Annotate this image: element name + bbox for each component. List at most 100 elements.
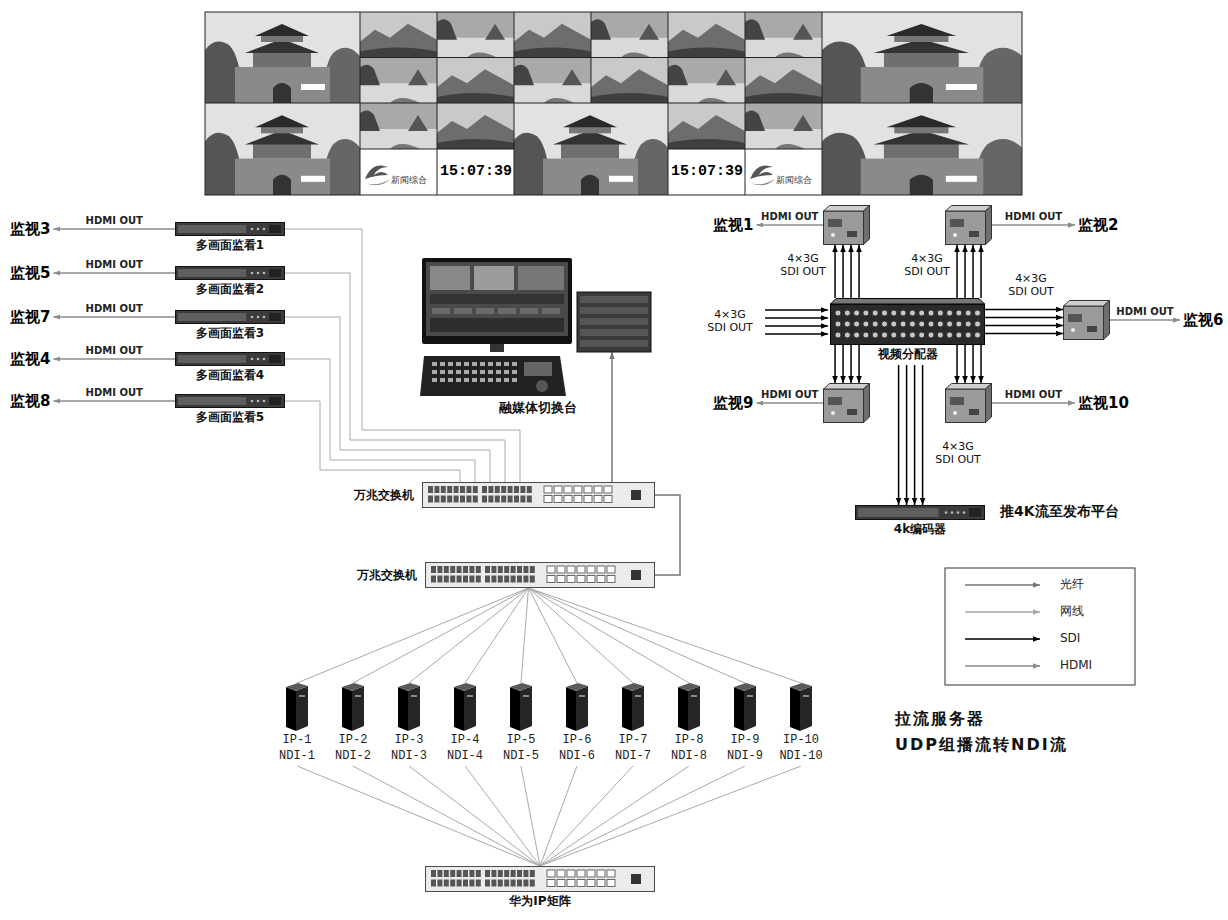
network-switch-icon-part [564, 496, 572, 503]
connector-line [353, 766, 540, 866]
network-switch-icon-part [587, 566, 595, 573]
connector-line [834, 345, 836, 383]
pull-server-icon-part [520, 686, 532, 731]
multiview-device-icon-part [858, 508, 939, 517]
network-switch-icon-part [504, 870, 509, 877]
hdmi-converter [823, 383, 870, 423]
pull-server: IP-1NDI-1 [279, 683, 315, 763]
network-switch-icon-part [547, 576, 555, 583]
multiview-device-icon-part [856, 506, 985, 520]
switcher-console-icon-part [430, 294, 564, 304]
network-switch-icon-part [504, 880, 509, 887]
network-switch-icon-part [607, 880, 615, 887]
pull-server-icon-part [510, 683, 532, 691]
net-connector [285, 229, 520, 482]
pull-server-icon-part [622, 687, 632, 731]
pull-server-icon [398, 683, 420, 731]
net-connector [521, 588, 529, 683]
switcher-console: 融媒体切换台 [420, 258, 655, 416]
network-switch-icon-part [604, 486, 612, 493]
connector-line [521, 588, 529, 683]
network-switch-icon [425, 866, 655, 892]
hdmi-connector [992, 225, 1075, 226]
legend-box [945, 568, 1135, 685]
connector-line [980, 345, 982, 383]
multiview-device-icon-part [176, 311, 285, 324]
video-distributor-icon-part [872, 321, 878, 327]
pull-server-icon-part [342, 683, 364, 691]
hdmi-connector [756, 225, 823, 226]
connector-line [297, 766, 540, 866]
net-connector [465, 766, 540, 866]
hdmi-converter-icon-part [969, 409, 979, 415]
multiview-device-icon [175, 394, 285, 408]
video-wall-part [822, 12, 1022, 103]
connector-line [842, 245, 844, 298]
pull-server-icon-part [352, 686, 364, 731]
video-wall [205, 12, 1022, 195]
network-switch-icon-part [450, 576, 455, 583]
network-switch-icon-part [544, 496, 552, 503]
hdmi-converter-icon-part [824, 389, 864, 423]
switcher-console-icon-part [440, 378, 445, 382]
connector-line [956, 245, 958, 298]
pull-server-icon-part [286, 687, 296, 731]
legend-sample [965, 611, 1040, 613]
pull-server-icon-part [734, 683, 756, 691]
hdmi-converter-icon-part [969, 231, 979, 237]
hdmi-converter-icon-part [1068, 314, 1082, 322]
video-wall-part [437, 12, 514, 58]
network-switch-icon-part [594, 496, 602, 503]
network-switch-icon-part [554, 496, 562, 503]
connector-line [529, 588, 745, 683]
hdmi-connector [53, 273, 175, 274]
network-switch-icon-part [498, 576, 503, 583]
video-distributor-icon-part [863, 310, 869, 316]
pull-server-icon [454, 683, 476, 731]
switcher-console-icon [420, 258, 655, 398]
net-connector [297, 588, 529, 683]
network-switch-icon-part [584, 496, 592, 503]
node-text: NDI-8 [671, 749, 707, 763]
network-switch-icon-part [584, 486, 592, 493]
video-wall-part [205, 12, 1022, 195]
hdmi-converter-icon-part [831, 233, 835, 237]
pull-server-icon-part [342, 687, 352, 731]
video-wall-part [745, 12, 822, 58]
video-wall-part [591, 12, 668, 58]
pull-server-icon-part [467, 695, 473, 697]
pull-server-icon-part [299, 695, 305, 697]
video-distributor-icon-part [900, 321, 906, 327]
video-distributor-icon-part [882, 321, 888, 327]
network-switch-icon-part [607, 870, 615, 877]
network-switch-icon-part [469, 870, 474, 877]
multiview-device-icon-part [257, 228, 260, 231]
video-wall-part [205, 12, 1022, 195]
multiview-device-icon-part [969, 508, 981, 517]
video-distributor-icon-part [863, 332, 869, 338]
connector-line [858, 245, 860, 298]
connector-line [985, 325, 1063, 327]
network-switch-icon-part [498, 870, 503, 877]
switcher-console-icon-part [454, 308, 472, 314]
video-distributor-icon-part [831, 299, 985, 305]
network-switch-icon-part [523, 576, 528, 583]
connector-line [964, 245, 966, 298]
connector-line [540, 766, 745, 866]
switcher-console-icon-part [456, 362, 461, 366]
video-distributor-icon-part [975, 332, 981, 338]
switcher-console-icon-part [432, 378, 437, 382]
switcher-console-icon-part [580, 318, 648, 325]
network-switch-icon-part [457, 566, 462, 573]
pull-server-icon-part [286, 683, 308, 691]
connector-line [409, 588, 529, 683]
video-distributor-icon-part [956, 321, 962, 327]
connector-line [297, 588, 529, 683]
video-wall-part [360, 58, 437, 104]
multiview-device-icon [175, 222, 285, 236]
switcher-console-icon-part [426, 262, 568, 336]
switcher-console-icon-part [448, 370, 453, 374]
switcher-console-icon-part [512, 370, 517, 374]
pull-server-icon-part [411, 695, 417, 697]
network-switch-icon-part [567, 566, 575, 573]
